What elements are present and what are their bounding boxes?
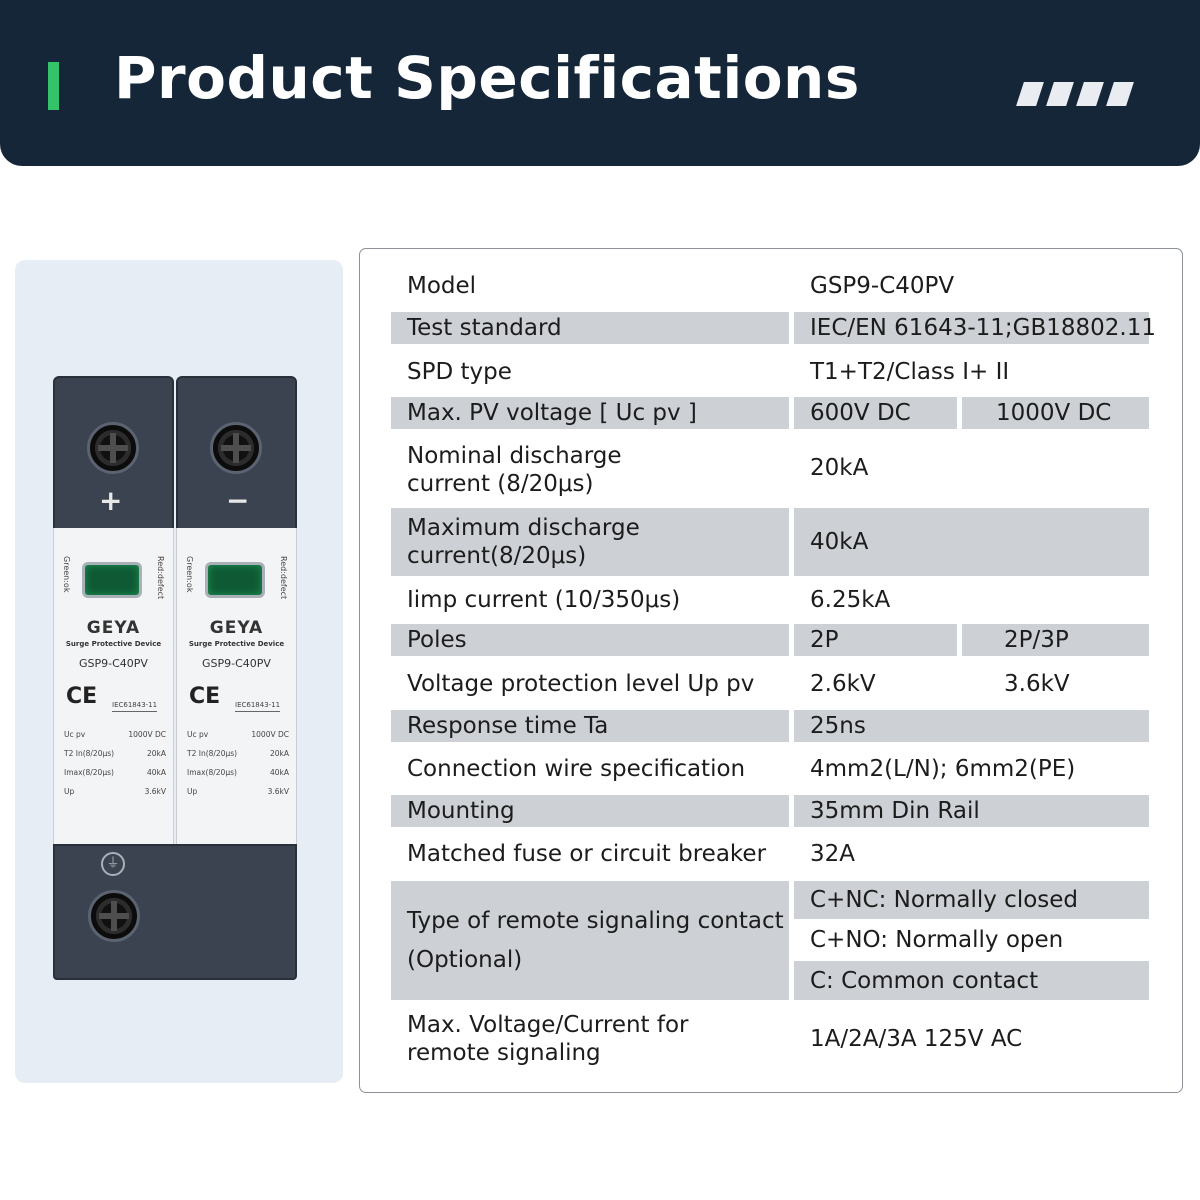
- spec-label: Test standard: [391, 312, 789, 344]
- spec-value: C+NO: Normally open: [810, 927, 1064, 953]
- spec-value: 3.6kV: [1004, 671, 1070, 697]
- spec-value: 6.25kA: [810, 587, 891, 613]
- spec-value: IEC/EN 61643-11;GB18802.11: [794, 312, 1156, 344]
- device-subtitle: Surge Protective Device: [188, 640, 285, 648]
- status-label-red: Red:defect: [279, 556, 288, 600]
- device-module-left: Green:ok Red:defect GEYA Surge Protectiv…: [53, 528, 174, 848]
- top-terminal-right: −: [176, 376, 297, 532]
- device-standard: IEC61843-11: [235, 701, 281, 712]
- device-model: GSP9-C40PV: [79, 657, 148, 670]
- plus-sign: +: [99, 484, 123, 517]
- spec-table: Model GSP9-C40PV Test standard IEC/EN 61…: [359, 248, 1183, 1093]
- spec-label: Max. Voltage/Current for remote signalin…: [407, 1012, 689, 1066]
- spec-label: Iimp current (10/350μs): [407, 587, 681, 613]
- spec-value: 600V DC: [794, 397, 957, 429]
- stripes-decoration: [1016, 82, 1134, 106]
- spec-value: 1A/2A/3A 125V AC: [810, 1026, 1023, 1052]
- device-module-right: Green:ok Red:defect GEYA Surge Protectiv…: [176, 528, 297, 848]
- spec-label: Poles: [391, 624, 789, 656]
- bottom-terminal: ⏚: [53, 844, 297, 980]
- status-indicator-window: [205, 562, 265, 598]
- spec-value: 25ns: [794, 710, 1149, 742]
- spec-value: 2P/3P: [962, 624, 1149, 656]
- ground-icon: ⏚: [101, 852, 125, 876]
- spec-value: C: Common contact: [794, 961, 1149, 1000]
- spec-label: Matched fuse or circuit breaker: [407, 841, 767, 867]
- spec-label: Type of remote signaling contact (Option…: [391, 881, 789, 1000]
- spec-label: Voltage protection level Up pv: [407, 671, 755, 697]
- spec-label: Max. PV voltage [ Uc pv ]: [391, 397, 789, 429]
- status-label-red: Red:defect: [156, 556, 165, 600]
- spec-value: 1000V DC: [962, 397, 1149, 429]
- spec-value: 35mm Din Rail: [794, 795, 1149, 827]
- page-title: Product Specifications: [114, 44, 860, 112]
- device-model: GSP9-C40PV: [202, 657, 271, 670]
- device-spec-row: Imax(8/20μs)40kA: [64, 768, 166, 777]
- device-spec-row: T2 In(8/20μs)20kA: [64, 749, 166, 758]
- status-label-green: Green:ok: [62, 556, 71, 593]
- spec-value: 32A: [810, 841, 856, 867]
- minus-sign: −: [226, 484, 250, 517]
- spec-label: Connection wire specification: [407, 756, 746, 782]
- spec-value: 40kA: [794, 508, 1149, 576]
- spec-label: Model: [407, 273, 477, 299]
- brand-logo: GEYA: [209, 618, 264, 638]
- device-standard: IEC61843-11: [112, 701, 158, 712]
- device-spec-row: T2 In(8/20μs)20kA: [187, 749, 289, 758]
- ce-mark: CE: [189, 684, 221, 709]
- spec-value: T1+T2/Class I+ II: [810, 359, 1010, 385]
- status-label-green: Green:ok: [185, 556, 194, 593]
- spec-label: Nominal discharge current (8/20μs): [407, 443, 622, 497]
- spec-value: 4mm2(L/N); 6mm2(PE): [810, 756, 1076, 782]
- screw-icon: [87, 422, 139, 474]
- device-subtitle: Surge Protective Device: [65, 640, 162, 648]
- accent-bar: [48, 62, 59, 110]
- device-spec-row: Imax(8/20μs)40kA: [187, 768, 289, 777]
- spec-value: C+NC: Normally closed: [794, 881, 1149, 919]
- spec-value: 20kA: [810, 455, 869, 481]
- spec-value: GSP9-C40PV: [810, 273, 955, 299]
- screw-icon: [88, 890, 140, 942]
- header-banner: Product Specifications: [0, 0, 1200, 166]
- brand-logo: GEYA: [86, 618, 141, 638]
- status-indicator-window: [82, 562, 142, 598]
- surge-protector-device: + − Green:ok Red:defect GEYA Surge Prote…: [53, 376, 297, 980]
- spec-value: 2.6kV: [810, 671, 876, 697]
- spec-label: SPD type: [407, 359, 512, 385]
- screw-icon: [210, 422, 262, 474]
- ce-mark: CE: [66, 684, 98, 709]
- spec-label: Mounting: [391, 795, 789, 827]
- product-image-panel: + − Green:ok Red:defect GEYA Surge Prote…: [15, 260, 343, 1083]
- top-terminal-left: +: [53, 376, 174, 532]
- spec-label: Maximum discharge current(8/20μs): [391, 508, 789, 576]
- spec-label: Response time Ta: [391, 710, 789, 742]
- spec-value: 2P: [794, 624, 957, 656]
